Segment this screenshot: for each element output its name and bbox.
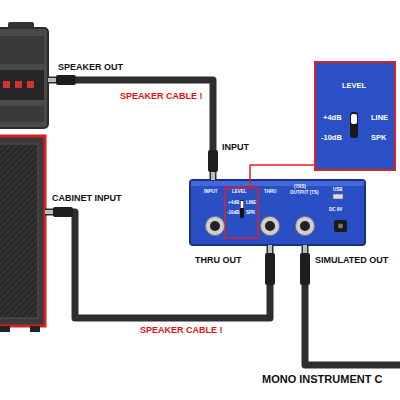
node-text: LEVEL <box>232 190 247 195</box>
node-text: OUTPUT (TS) <box>290 191 319 196</box>
node-text: INPUT <box>204 190 218 195</box>
amp-head: SPEAKER OUT <box>0 28 48 128</box>
jack-plug <box>45 207 73 217</box>
jack-plug <box>265 245 275 285</box>
load-box <box>190 180 365 245</box>
node-text: (TRS) <box>294 185 306 190</box>
node-text: LINE <box>246 201 256 206</box>
node-text: DC 9V <box>329 208 342 213</box>
speaker-cabinet: CABINET INPUT <box>0 136 45 326</box>
cable-warning: SPEAKER CABLE ! <box>140 326 223 335</box>
speaker-cabinet <box>0 136 45 332</box>
jack-plug <box>300 245 310 285</box>
node-text: SPK <box>246 211 255 216</box>
node-text: CABINET INPUT <box>52 194 122 203</box>
cable-warning: SPEAKER CABLE ! <box>120 92 203 101</box>
jack-plug <box>208 150 218 180</box>
node-text: LEVEL <box>342 82 366 90</box>
node-text: +4dB <box>323 114 342 122</box>
node-text: THRU <box>264 190 277 195</box>
node-text: +4dB <box>228 201 239 206</box>
jack-label: THRU OUT <box>195 256 242 265</box>
jack-label: SIMULATED OUT <box>315 256 388 265</box>
amp-head <box>0 22 48 128</box>
instrument-cable <box>305 245 400 365</box>
node-text: SPEAKER OUT <box>58 63 123 72</box>
speaker-cable <box>45 212 270 318</box>
node-text: -10dB <box>321 134 342 142</box>
cable-label: MONO INSTRUMENT C <box>262 374 382 385</box>
node-text: -10dB <box>227 211 240 216</box>
level-inset <box>315 62 395 170</box>
node-text: SPK <box>371 134 386 142</box>
node-text: USB <box>333 188 343 193</box>
load-box: INPUT LEVEL +4dB LINE -10dB SPK THRU (TRS)OUTPU… <box>190 180 365 245</box>
zoom-leader <box>250 165 315 180</box>
jack-label: INPUT <box>222 143 249 152</box>
level-zoom-panel: LEVEL +4dB LINE -10dB SPK <box>315 62 395 170</box>
node-text: LINE <box>371 114 388 122</box>
speaker-cable <box>48 80 213 180</box>
jack-plug <box>48 75 76 85</box>
